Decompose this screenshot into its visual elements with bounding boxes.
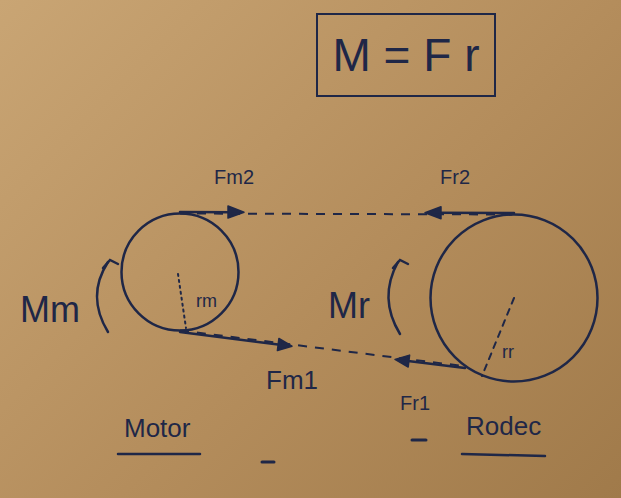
part-name: Rodec [466,412,541,441]
moment-arrow [103,260,118,268]
pulley-circle: rr [429,213,599,383]
pulley-circle: rm [120,212,240,332]
belt-line [180,331,466,367]
pulley-outline [431,215,598,382]
radius-label: rr [502,343,514,363]
force-label: Fm2 [214,166,254,188]
moment-label: Mr [328,286,370,326]
underline [462,454,545,456]
part-name: Motor [124,414,190,443]
belt-segment [180,332,282,345]
moment-arc [97,262,108,332]
moment-arc [388,262,400,334]
force-arrowhead [395,355,410,367]
mark [412,439,426,442]
radius-label: rm [196,292,217,312]
circle-outline [120,212,240,332]
force-label: Fr1 [400,392,430,414]
moment-label: Mm [20,290,80,330]
force-arrowhead [228,206,244,218]
force-label: Fr2 [440,166,470,188]
mark [262,461,274,464]
radius-line [178,274,186,328]
formula-box: M = F r [316,13,496,97]
belt-line [180,214,514,215]
pulley-outline [122,214,239,331]
formula-text: M = F r [333,30,480,81]
circle-outline [429,213,599,383]
force-label: Fm1 [266,366,318,395]
underline [118,453,200,456]
moment-arrow [393,260,408,268]
radius-line [482,298,514,376]
force-arrowhead [425,207,441,219]
